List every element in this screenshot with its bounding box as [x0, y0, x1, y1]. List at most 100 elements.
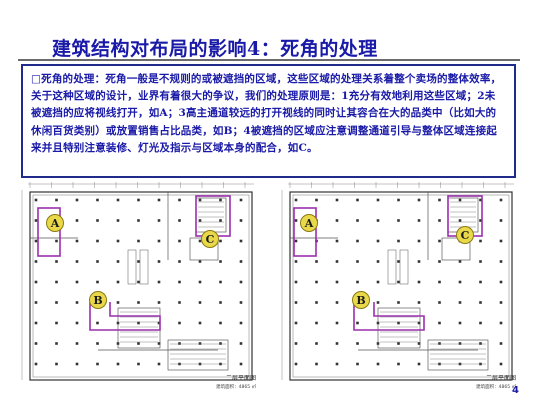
escalator — [387, 249, 397, 285]
plan-note: 建筑面积：4865 ㎡ — [216, 385, 256, 390]
column — [75, 198, 79, 202]
column — [75, 260, 79, 263]
column — [96, 219, 99, 222]
column — [458, 219, 462, 222]
column — [479, 198, 482, 202]
core-block — [377, 307, 421, 349]
column — [178, 342, 181, 345]
column — [55, 260, 58, 263]
column — [178, 321, 181, 325]
column — [458, 260, 462, 263]
column — [34, 219, 38, 222]
column — [34, 301, 38, 304]
column — [356, 362, 359, 366]
column — [219, 321, 222, 325]
core-block — [427, 339, 489, 371]
plan-caption: 二层平面图 — [225, 375, 256, 382]
column — [55, 321, 58, 325]
column — [96, 342, 99, 345]
column — [315, 280, 318, 284]
column — [96, 239, 99, 243]
page-number: 4 — [512, 385, 519, 396]
column — [239, 219, 243, 222]
column — [438, 219, 441, 222]
column — [116, 280, 120, 284]
column — [239, 342, 243, 345]
column — [294, 260, 298, 263]
column — [239, 362, 243, 366]
column — [356, 342, 359, 345]
column — [137, 342, 140, 345]
column — [239, 198, 243, 202]
column — [397, 219, 400, 222]
column — [96, 321, 99, 325]
column — [55, 198, 58, 202]
column — [438, 239, 441, 243]
column — [294, 280, 298, 284]
column — [239, 301, 243, 304]
column — [479, 321, 482, 325]
column — [417, 280, 421, 284]
column — [458, 342, 462, 345]
column — [335, 280, 339, 284]
column — [219, 239, 222, 243]
column — [178, 280, 181, 284]
core-block — [167, 339, 229, 371]
column — [75, 362, 79, 366]
column — [198, 321, 202, 325]
column — [157, 280, 161, 284]
zone-a-marker: A — [46, 214, 64, 232]
column — [137, 219, 140, 222]
column — [397, 239, 400, 243]
column — [116, 362, 120, 366]
column — [356, 321, 359, 325]
column — [335, 342, 339, 345]
column — [356, 260, 359, 263]
dead-corner-zone-b — [89, 302, 161, 331]
column — [479, 301, 482, 304]
column — [239, 280, 243, 284]
column — [335, 219, 339, 222]
column — [397, 198, 400, 202]
column — [75, 239, 79, 243]
zone-a-marker: A — [300, 214, 318, 232]
column — [96, 280, 99, 284]
column — [335, 260, 339, 263]
column — [397, 342, 400, 345]
escalator — [399, 249, 409, 285]
dead-corner-zone-a — [293, 207, 317, 257]
dead-corner-zone-b — [353, 302, 425, 331]
column — [335, 301, 339, 304]
column — [417, 362, 421, 366]
column — [198, 260, 202, 263]
column — [376, 219, 380, 222]
inner-wall — [32, 194, 250, 378]
column — [315, 260, 318, 263]
column — [116, 198, 120, 202]
column — [34, 239, 38, 243]
column — [397, 301, 400, 304]
column — [34, 280, 38, 284]
column — [335, 362, 339, 366]
column — [34, 260, 38, 263]
column — [294, 321, 298, 325]
column — [157, 219, 161, 222]
column — [499, 239, 503, 243]
floor-plan-drawing — [21, 182, 254, 381]
column — [178, 239, 181, 243]
floor-plan-right: A B C 二层平面图 建筑面积：4865 ㎡ — [278, 180, 522, 392]
column — [376, 239, 380, 243]
column — [198, 342, 202, 345]
column — [198, 198, 202, 202]
column — [458, 301, 462, 304]
column — [137, 280, 140, 284]
column — [458, 321, 462, 325]
column — [157, 362, 161, 366]
column — [55, 301, 58, 304]
column — [397, 280, 400, 284]
column — [315, 362, 318, 366]
column — [157, 260, 161, 263]
column — [479, 239, 482, 243]
column — [219, 260, 222, 263]
column — [499, 219, 503, 222]
